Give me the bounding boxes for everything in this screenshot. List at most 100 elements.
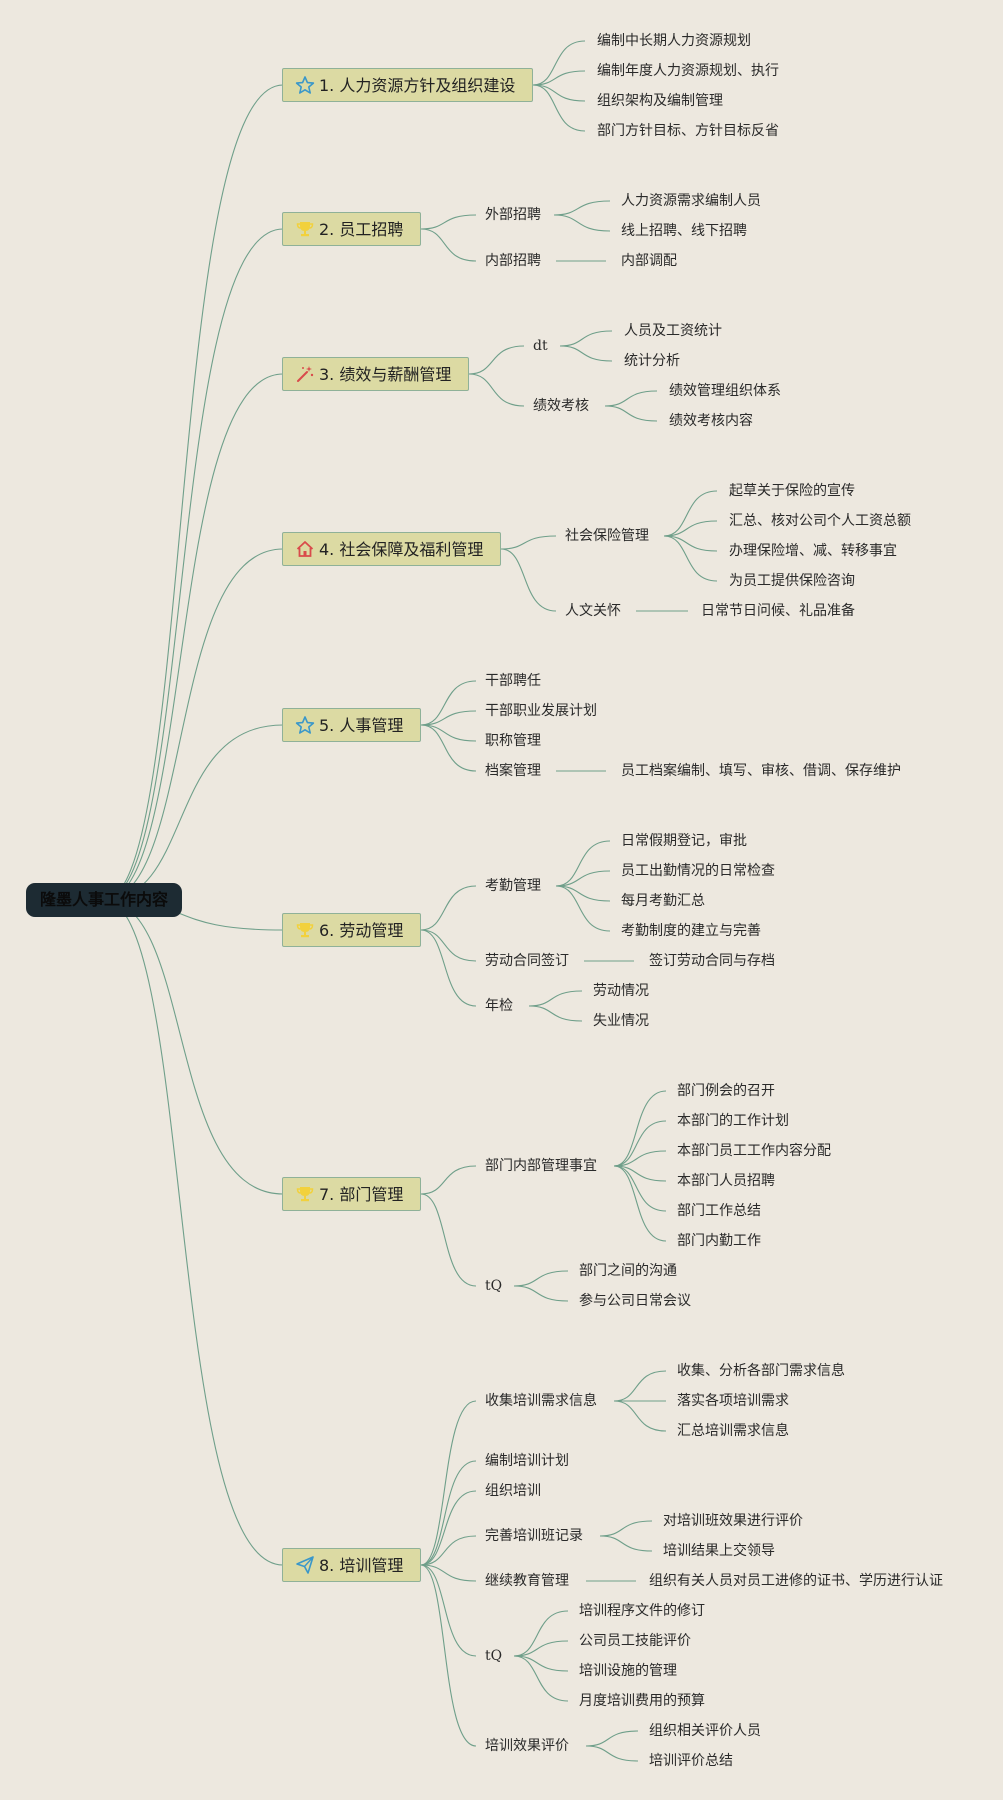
connector-line [420,228,477,262]
connector-line [420,724,477,772]
leaf-item[interactable]: 起草关于保险的宣传 [729,483,855,499]
sub-node[interactable]: 档案管理 [485,763,541,779]
home-icon [295,539,315,559]
branch-node-7[interactable]: 7. 部门管理 [282,1177,421,1211]
leaf-item[interactable]: 部门内勤工作 [677,1233,761,1249]
leaf-item[interactable]: 办理保险增、减、转移事宜 [729,543,897,559]
branch-node-5[interactable]: 5. 人事管理 [282,708,421,742]
connector-line [420,1564,477,1657]
connector-line [613,1165,667,1242]
connector-line [585,1745,639,1762]
leaf-item[interactable]: 部门工作总结 [677,1203,761,1219]
connector-line [613,1165,667,1182]
leaf-item[interactable]: 部门例会的召开 [677,1083,775,1099]
branch-label-7: 7. 部门管理 [319,1185,404,1204]
sub-node[interactable]: 人文关怀 [565,603,621,619]
connector-line [420,680,477,726]
leaf-item[interactable]: 汇总培训需求信息 [677,1423,789,1439]
sub-node[interactable]: 干部职业发展计划 [485,703,597,719]
connector-line [420,710,477,726]
leaf-item[interactable]: 组织架构及编制管理 [597,93,723,109]
leaf-item[interactable]: 签订劳动合同与存档 [649,953,775,969]
leaf-item[interactable]: 日常假期登记，审批 [621,833,747,849]
leaf-item[interactable]: 参与公司日常会议 [579,1293,691,1309]
leaf-item[interactable]: 绩效考核内容 [669,413,753,429]
sub-node[interactable]: 考勤管理 [485,878,541,894]
leaf-item[interactable]: 员工出勤情况的日常检查 [621,863,775,879]
leaf-item[interactable]: 绩效管理组织体系 [669,383,781,399]
leaf-item[interactable]: 内部调配 [621,253,677,269]
sub-node[interactable]: 编制培训计划 [485,1453,569,1469]
sub-node[interactable]: 绩效考核 [533,398,589,414]
branch-node-4[interactable]: 4. 社会保障及福利管理 [282,532,501,566]
leaf-item[interactable]: 员工档案编制、填写、审核、借调、保存维护 [621,763,901,779]
leaf-item[interactable]: 人员及工资统计 [624,323,722,339]
branch-node-2[interactable]: 2. 员工招聘 [282,212,421,246]
leaf-item[interactable]: 培训结果上交领导 [663,1543,775,1559]
leaf-item[interactable]: 人力资源需求编制人员 [621,193,761,209]
leaf-item[interactable]: 落实各项培训需求 [677,1393,789,1409]
branch-label-5: 5. 人事管理 [319,716,404,735]
leaf-item[interactable]: 组织有关人员对员工进修的证书、学历进行认证 [649,1573,943,1589]
connector-line [613,1150,667,1167]
sub-node[interactable]: 培训效果评价 [485,1738,569,1754]
connector-line [420,1165,477,1195]
connector-line [468,373,525,407]
sub-node[interactable]: 社会保险管理 [565,528,649,544]
sub-node[interactable]: 劳动合同签订 [485,953,569,969]
leaf-item[interactable]: 汇总、核对公司个人工资总额 [729,513,911,529]
leaf-item[interactable]: 组织相关评价人员 [649,1723,761,1739]
branch-node-1[interactable]: 1. 人力资源方针及组织建设 [282,68,533,102]
sub-node[interactable]: 干部聘任 [485,673,541,689]
leaf-item[interactable]: 本部门人员招聘 [677,1173,775,1189]
trophy-icon [295,219,315,239]
connector-line [468,345,525,375]
sub-node[interactable]: 收集培训需求信息 [485,1393,597,1409]
leaf-item[interactable]: 失业情况 [593,1013,649,1029]
sub-node[interactable]: 组织培训 [485,1483,541,1499]
leaf-item[interactable]: 考勤制度的建立与完善 [621,923,761,939]
sub-node[interactable]: 年检 [485,998,513,1014]
leaf-item[interactable]: 部门之间的沟通 [579,1263,677,1279]
connector-line [553,200,611,216]
trophy-icon [295,1184,315,1204]
sub-node[interactable]: dt [533,338,548,354]
leaf-item[interactable]: 劳动情况 [593,983,649,999]
leaf-item[interactable]: 培训评价总结 [649,1753,733,1769]
connector-line [663,535,718,582]
connector-line [613,1400,667,1432]
sub-node[interactable]: tQ [485,1278,503,1294]
root-node[interactable]: 隆墨人事工作内容 [26,883,182,917]
leaf-item[interactable]: 部门方针目标、方针目标反省 [597,123,779,139]
leaf-item[interactable]: 编制中长期人力资源规划 [597,33,751,49]
branch-node-8[interactable]: 8. 培训管理 [282,1548,421,1582]
leaf-item[interactable]: 培训设施的管理 [579,1663,677,1679]
sub-node[interactable]: 内部招聘 [485,253,541,269]
branch-node-3[interactable]: 3. 绩效与薪酬管理 [282,357,469,391]
sub-node[interactable]: 外部招聘 [485,207,541,223]
leaf-item[interactable]: 本部门的工作计划 [677,1113,789,1129]
leaf-item[interactable]: 日常节日问候、礼品准备 [701,603,855,619]
connector-line [103,228,284,901]
sub-node[interactable]: 完善培训班记录 [485,1528,583,1544]
sub-node[interactable]: 继续教育管理 [485,1573,569,1589]
leaf-item[interactable]: 本部门员工工作内容分配 [677,1143,831,1159]
leaf-item[interactable]: 收集、分析各部门需求信息 [677,1363,845,1379]
connector-line [553,214,611,232]
branch-node-6[interactable]: 6. 劳动管理 [282,913,421,947]
connector-line [613,1090,667,1167]
leaf-item[interactable]: 统计分析 [624,353,680,369]
leaf-item[interactable]: 线上招聘、线下招聘 [621,223,747,239]
leaf-item[interactable]: 每月考勤汇总 [621,893,705,909]
leaf-item[interactable]: 编制年度人力资源规划、执行 [597,63,779,79]
leaf-item[interactable]: 对培训班效果进行评价 [663,1513,803,1529]
leaf-item[interactable]: 公司员工技能评价 [579,1633,691,1649]
leaf-item[interactable]: 培训程序文件的修订 [579,1603,705,1619]
sub-node[interactable]: tQ [485,1648,503,1664]
sub-node[interactable]: 部门内部管理事宜 [485,1158,597,1174]
connector-line [663,520,718,537]
sub-node[interactable]: 职称管理 [485,733,541,749]
leaf-item[interactable]: 为员工提供保险咨询 [729,573,855,589]
trophy-icon [295,920,315,940]
leaf-item[interactable]: 月度培训费用的预算 [579,1693,705,1709]
